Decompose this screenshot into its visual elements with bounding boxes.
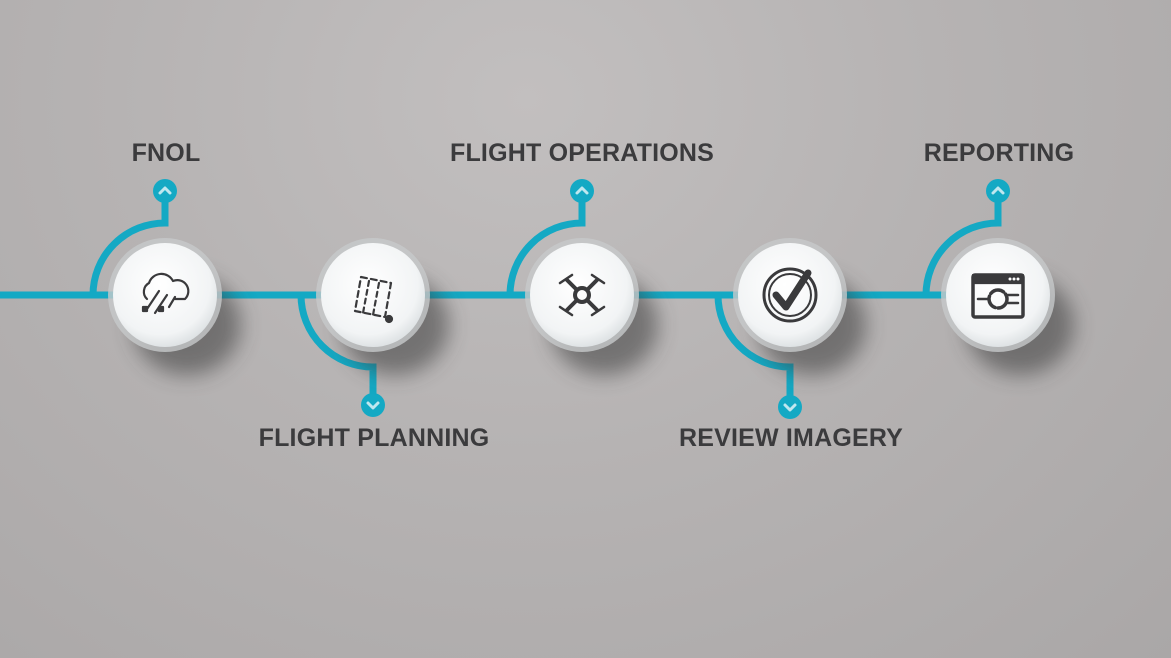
check-circle-icon	[762, 267, 818, 323]
node-dot-up	[153, 179, 177, 203]
node-dot-down	[778, 395, 802, 419]
connector-flight-operations	[506, 191, 586, 299]
step-node-5	[941, 238, 1074, 375]
step-node-2	[316, 238, 449, 375]
connector-fnol	[89, 191, 169, 299]
step-node-4	[733, 238, 866, 375]
chevron-up-icon	[991, 186, 1005, 195]
connector-reporting	[922, 191, 1002, 299]
step-label-fnol: FNOL	[131, 139, 201, 167]
chevron-down-icon	[366, 401, 380, 410]
step-node-3	[525, 238, 658, 375]
chevron-down-icon	[783, 403, 797, 412]
step-label-flight-operations: FLIGHT OPERATIONS	[449, 139, 715, 167]
node-dot-down	[361, 393, 385, 417]
flight-plan-map-icon	[353, 275, 394, 324]
chevron-up-icon	[575, 186, 589, 195]
connector-flight-planning	[297, 291, 377, 404]
connector-review-imagery	[714, 291, 794, 404]
chevron-up-icon	[158, 186, 172, 195]
step-label-reporting: REPORTING	[923, 139, 1075, 167]
report-window-icon	[971, 273, 1025, 319]
step-label-flight-planning: FLIGHT PLANNING	[258, 424, 490, 452]
step-node-1	[108, 238, 241, 375]
node-dot-up	[570, 179, 594, 203]
step-label-review-imagery: REVIEW IMAGERY	[678, 424, 904, 452]
node-dot-up	[986, 179, 1010, 203]
storm-cloud-icon	[141, 272, 190, 315]
drone-icon	[558, 273, 606, 317]
